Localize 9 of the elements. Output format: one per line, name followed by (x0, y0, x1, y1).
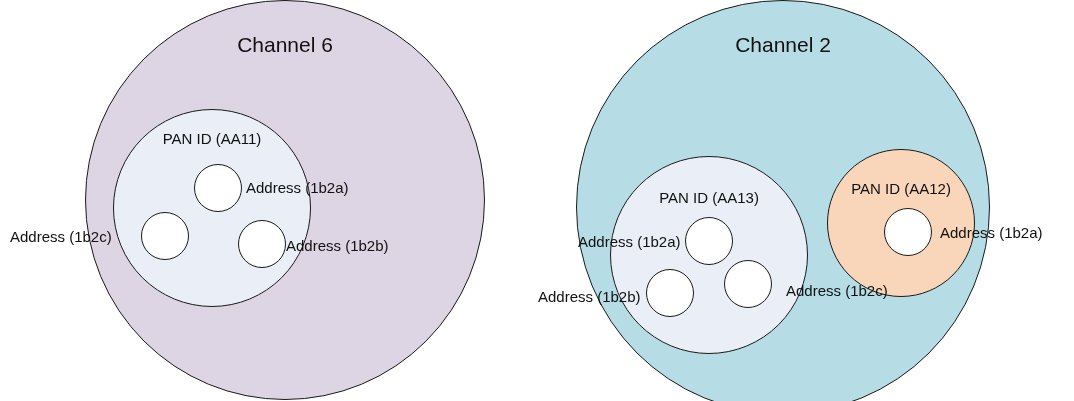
address-label: Address (1b2c) (10, 227, 112, 247)
address-label: Address (1b2a) (246, 178, 349, 198)
circle-title: PAN ID (AA12) (851, 179, 951, 199)
circle-title: Channel 2 (735, 32, 831, 58)
address-label: Address (1b2b) (286, 236, 389, 256)
address-label: Address (1b2a) (578, 232, 681, 252)
circle-title: PAN ID (AA13) (659, 188, 759, 208)
circle-title: PAN ID (AA11) (162, 129, 262, 149)
circle-title: Channel 6 (237, 32, 333, 58)
